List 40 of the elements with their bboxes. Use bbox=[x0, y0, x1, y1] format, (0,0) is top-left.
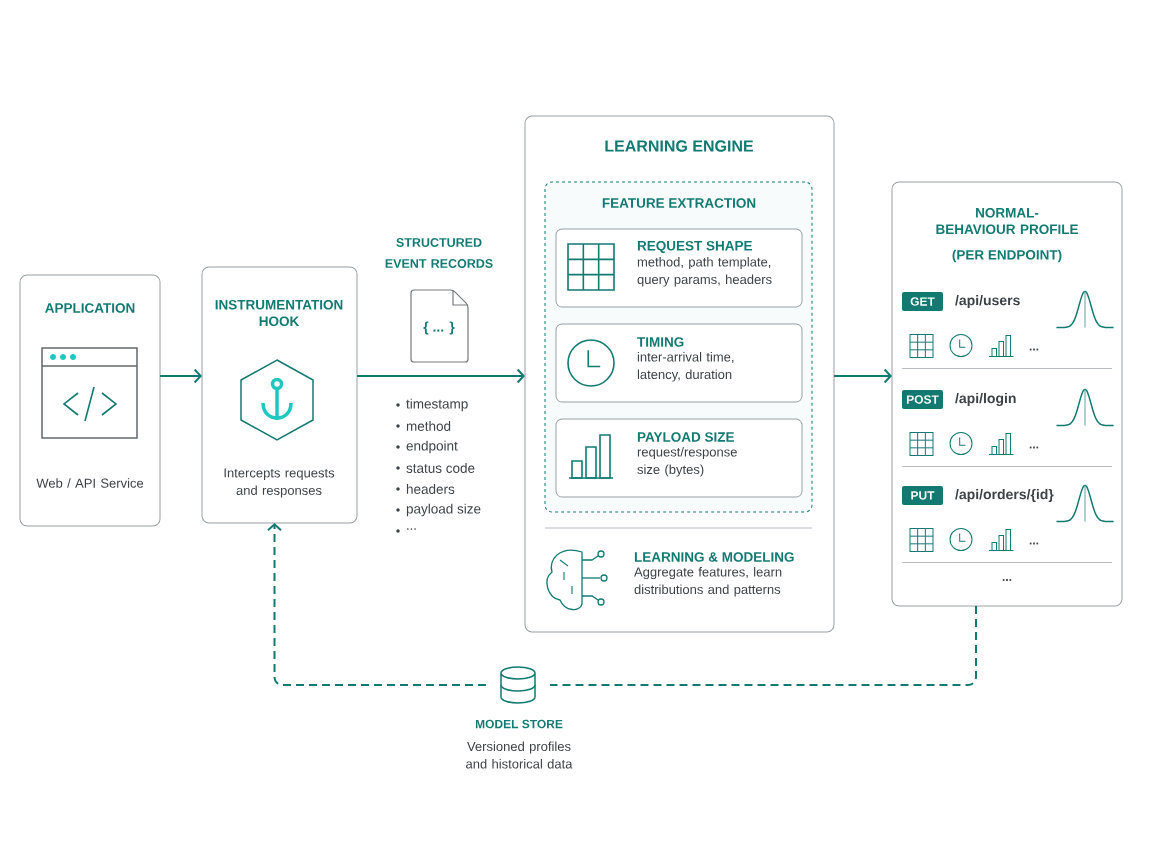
ellipsis: ... bbox=[1029, 348, 1039, 351]
endpoint-path: /api/login bbox=[955, 392, 1016, 407]
feature-description: inter-arrival time, latency, duration bbox=[637, 352, 734, 382]
method-badge: GET bbox=[902, 292, 943, 311]
arrow bbox=[159, 368, 202, 384]
list-item: method bbox=[396, 421, 451, 431]
card-title: INSTRUMENTATION HOOK bbox=[215, 299, 343, 326]
endpoint-path: /api/orders/{id} bbox=[955, 488, 1054, 502]
arrow bbox=[833, 368, 892, 384]
feature-title: REQUEST SHAPE bbox=[637, 240, 752, 254]
feature-description: request/response size (bytes) bbox=[637, 447, 737, 477]
ellipsis: ... bbox=[1029, 542, 1039, 545]
feature-title: PAYLOAD SIZE bbox=[637, 432, 734, 442]
arrow bbox=[267, 523, 487, 686]
list-item: headers bbox=[396, 484, 455, 494]
feature-description: method, path template, query params, headers bbox=[637, 257, 772, 287]
arrow bbox=[356, 368, 525, 384]
method-badge: PUT bbox=[902, 486, 943, 505]
ellipsis: ... bbox=[1002, 579, 1012, 581]
panel-title: FEATURE EXTRACTION bbox=[602, 198, 756, 208]
feature-title: TIMING bbox=[637, 337, 684, 347]
method-badge: POST bbox=[902, 390, 943, 409]
card-description: Intercepts requests and responses bbox=[224, 468, 335, 498]
card-title: APPLICATION bbox=[45, 303, 135, 313]
list-item: timestamp bbox=[396, 398, 468, 412]
list-item: status code bbox=[396, 463, 475, 473]
panel-title: LEARNING ENGINE bbox=[605, 140, 753, 152]
card-description: Web / API Service bbox=[36, 478, 144, 488]
panel-title: NORMAL-BEHAVIOUR PROFILE bbox=[936, 207, 1078, 234]
endpoint-path: /api/users bbox=[955, 294, 1020, 308]
section-title: LEARNING & MODELING bbox=[634, 552, 794, 562]
panel-subtitle: (PER ENDPOINT) bbox=[952, 249, 1062, 263]
section-title: STRUCTURED EVENT RECORDS bbox=[385, 238, 493, 268]
store-title: MODEL STORE bbox=[475, 719, 563, 729]
list-item: endpoint bbox=[396, 440, 458, 454]
section-description: Aggregate features, learn distributions and patterns bbox=[634, 567, 782, 597]
ellipsis: ... bbox=[1029, 446, 1039, 449]
store-description: Versioned profiles and historical data bbox=[466, 741, 573, 769]
list-item: ... bbox=[396, 528, 416, 533]
list-item: payload size bbox=[396, 503, 481, 517]
